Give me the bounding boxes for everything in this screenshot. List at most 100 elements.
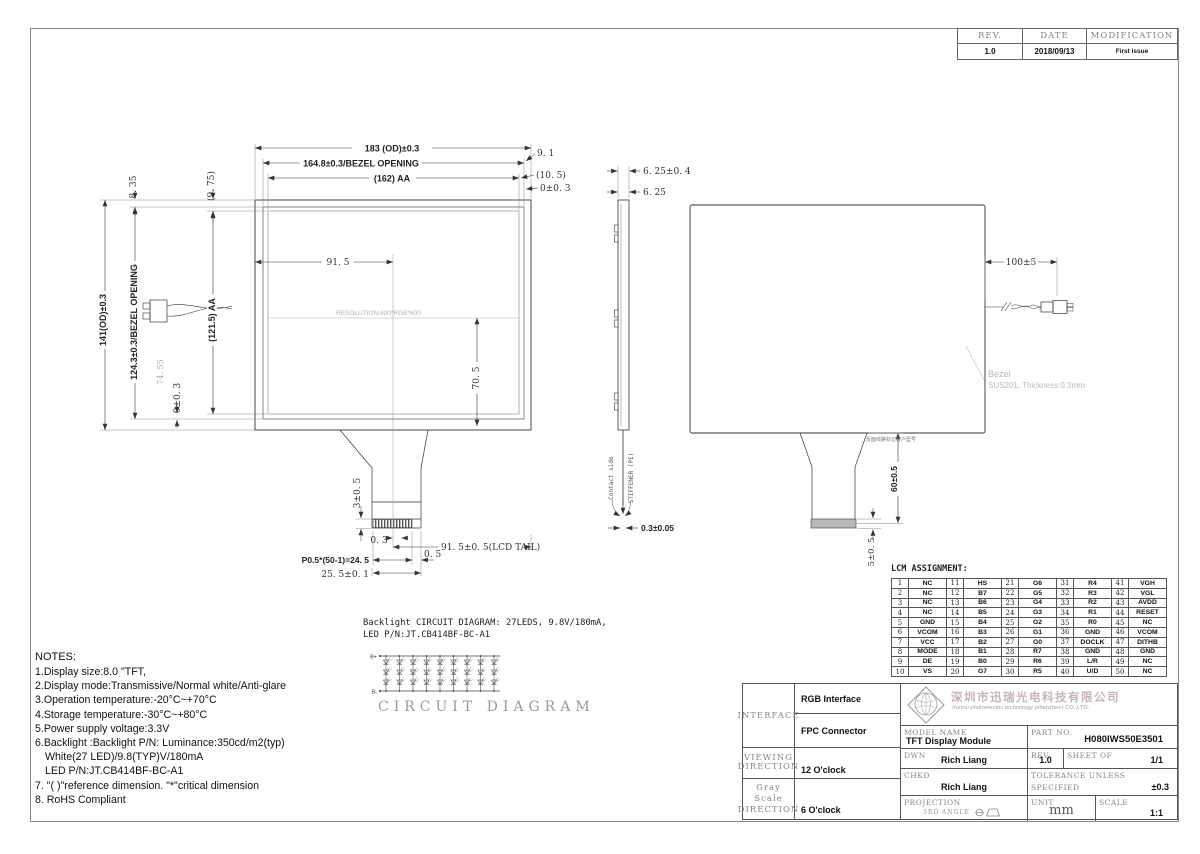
dim-right-2: (10. 5) <box>536 170 566 181</box>
dim-tail-pitch: P0.5*(50-1)=24. 5 <box>302 555 370 565</box>
dwn-label: DWN <box>904 751 926 760</box>
pin-signal-cell: GND <box>1073 646 1111 657</box>
pin-number-cell: 14 <box>946 607 963 618</box>
pin-number-cell: 24 <box>1001 607 1018 618</box>
projection-cell: PROJECTION 3RD ANGLE <box>901 796 1028 821</box>
pin-number-cell: 50 <box>1111 666 1128 676</box>
pin-signal-cell: G4 <box>1018 597 1056 608</box>
pin-signal-cell: G7 <box>963 666 1001 676</box>
grayscale-label-line1: Gray Scale <box>754 782 783 804</box>
projection-symbol-row: 3RD ANGLE <box>923 807 1002 818</box>
note-item: 6.Backlight :Backlight P/N: Luminance:35… <box>35 737 285 750</box>
label-bezel-2: SUS201: Thickness:0.3mm <box>988 381 1085 390</box>
dim-fpc-thickness: 0.3±0.05 <box>641 523 674 533</box>
model-name-label: MODEL NAME <box>904 728 967 737</box>
pin-number-cell: 23 <box>1001 597 1018 608</box>
rev-cell: REV. 1.0 <box>1028 749 1064 769</box>
model-name-value: TFT Display Module <box>906 736 992 746</box>
pin-number-cell: 30 <box>1001 666 1018 676</box>
pin-signal-cell: GND <box>908 617 946 627</box>
pin-number-cell: 42 <box>1111 587 1128 598</box>
pin-number-cell: 41 <box>1111 578 1128 588</box>
revision-table: REV. DATE MODIFICATION 1.0 2018/09/13 Fi… <box>957 28 1178 60</box>
pin-signal-cell: NC <box>1128 617 1166 627</box>
pin-number-cell: 35 <box>1056 617 1073 627</box>
scale-cell: SCALE 1:1 <box>1096 796 1177 821</box>
sheet-cell: SHEET OF 1/1 <box>1064 749 1177 769</box>
part-no-cell: PART NO. H080IWS50E3501 <box>1028 726 1177 749</box>
company-name-en: Xunrui photoelectric technology (shenzhe… <box>952 705 1090 711</box>
chkd-cell: CHKD Rich Liang <box>901 769 1028 796</box>
pin-signal-cell: AVDD <box>1128 597 1166 608</box>
battery-minus-label: B- <box>372 690 378 696</box>
pin-number-cell: 39 <box>1056 656 1073 667</box>
pin-number-cell: 45 <box>1111 617 1128 627</box>
pin-number-cell: 5 <box>891 617 908 627</box>
dim-tail-w: 25. 5±0. 1 <box>321 570 369 580</box>
pin-signal-cell: G0 <box>1018 636 1056 647</box>
pin-signal-cell: G2 <box>1018 617 1056 627</box>
pin-signal-cell: G5 <box>1018 587 1056 598</box>
notes-section: NOTES: 1.Display size:8.0 "TFT,2.Display… <box>35 650 335 807</box>
unit-label: UNIT <box>1031 798 1054 807</box>
pin-signal-cell: NC <box>1128 666 1166 676</box>
pin-signal-cell: B7 <box>963 587 1001 598</box>
pin-signal-cell: NC <box>1128 656 1166 667</box>
pin-signal-cell: MODE <box>908 646 946 657</box>
pin-number-cell: 29 <box>1001 656 1018 667</box>
ref-dim-74: 74. 55 <box>156 359 165 384</box>
pin-number-cell: 16 <box>946 626 963 637</box>
pin-signal-cell: B2 <box>963 636 1001 647</box>
pin-number-cell: 47 <box>1111 636 1128 647</box>
side-view-tabs <box>614 224 619 411</box>
pin-number-cell: 48 <box>1111 646 1128 657</box>
pin-number-cell: 11 <box>946 578 963 588</box>
part-no-value: H080IWS50E3501 <box>1084 734 1163 745</box>
backlight-circuit-block: Backlight CIRCUIT DIAGRAM: 27LEDS, 9.8V/… <box>363 617 607 641</box>
dim-left-bottom: 0±0. 3 <box>173 383 183 414</box>
unit-cell: UNIT mm <box>1028 796 1096 821</box>
pin-signal-cell: DOCLK <box>1073 636 1111 647</box>
rev-header: REV. <box>958 29 1023 44</box>
wire-break-symbol <box>1000 301 1012 312</box>
dim-height-aa: (121.5) AA <box>207 298 217 342</box>
pin-number-cell: 21 <box>1001 578 1018 588</box>
pin-signal-cell: VGH <box>1128 578 1166 588</box>
pin-signal-cell: NC <box>908 597 946 608</box>
pin-number-cell: 27 <box>1001 636 1018 647</box>
pin-signal-cell: B1 <box>963 646 1001 657</box>
pin-signal-cell: R7 <box>1018 646 1056 657</box>
pin-number-cell: 25 <box>1001 617 1018 627</box>
pin-signal-cell: R3 <box>1073 587 1111 598</box>
pin-signal-cell: VGL <box>1128 587 1166 598</box>
pin-signal-cell: G1 <box>1018 626 1056 637</box>
fpc-finger-contacts <box>372 519 413 528</box>
part-no-label: PART NO. <box>1031 728 1073 737</box>
circuit-spec-line2: LED P/N:JT.CB414BF-BC-A1 <box>363 630 491 640</box>
dim-tail-h: 3±0. 5 <box>353 478 363 509</box>
pin-number-cell: 44 <box>1111 607 1128 618</box>
rev-label: REV. <box>1031 751 1051 760</box>
pin-number-cell: 19 <box>946 656 963 667</box>
company-logo <box>907 686 945 724</box>
pin-signal-cell: GND <box>1073 626 1111 637</box>
pin-number-cell: 6 <box>891 626 908 637</box>
dim-back-tail-tip: 5±0. 5 <box>867 538 877 567</box>
dim-tail-end: 0. 5 <box>424 550 441 560</box>
dim-center-x: 91. 5 <box>327 258 350 268</box>
pin-signal-cell: B5 <box>963 607 1001 618</box>
pin-number-cell: 46 <box>1111 626 1128 637</box>
company-header: 深圳市迅瑞光电科技有限公司 Xunrui photoelectric techn… <box>901 684 1177 726</box>
unit-value: mm <box>1049 803 1074 818</box>
pin-signal-cell: VCC <box>908 636 946 647</box>
pin-signal-cell: HS <box>963 578 1001 588</box>
dim-width-bezel: 164.8±0.3/BEZEL OPENING <box>303 159 419 169</box>
pin-signal-cell: R1 <box>1073 607 1111 618</box>
note-item: 3.Operation temperature:-20°C~+70°C <box>35 694 217 707</box>
note-item: LED P/N:JT.CB414BF-BC-A1 <box>45 765 184 778</box>
pin-signal-cell: R6 <box>1018 656 1056 667</box>
viewing-label-line1: VIEWING <box>743 753 794 763</box>
date-header: DATE <box>1023 29 1087 44</box>
